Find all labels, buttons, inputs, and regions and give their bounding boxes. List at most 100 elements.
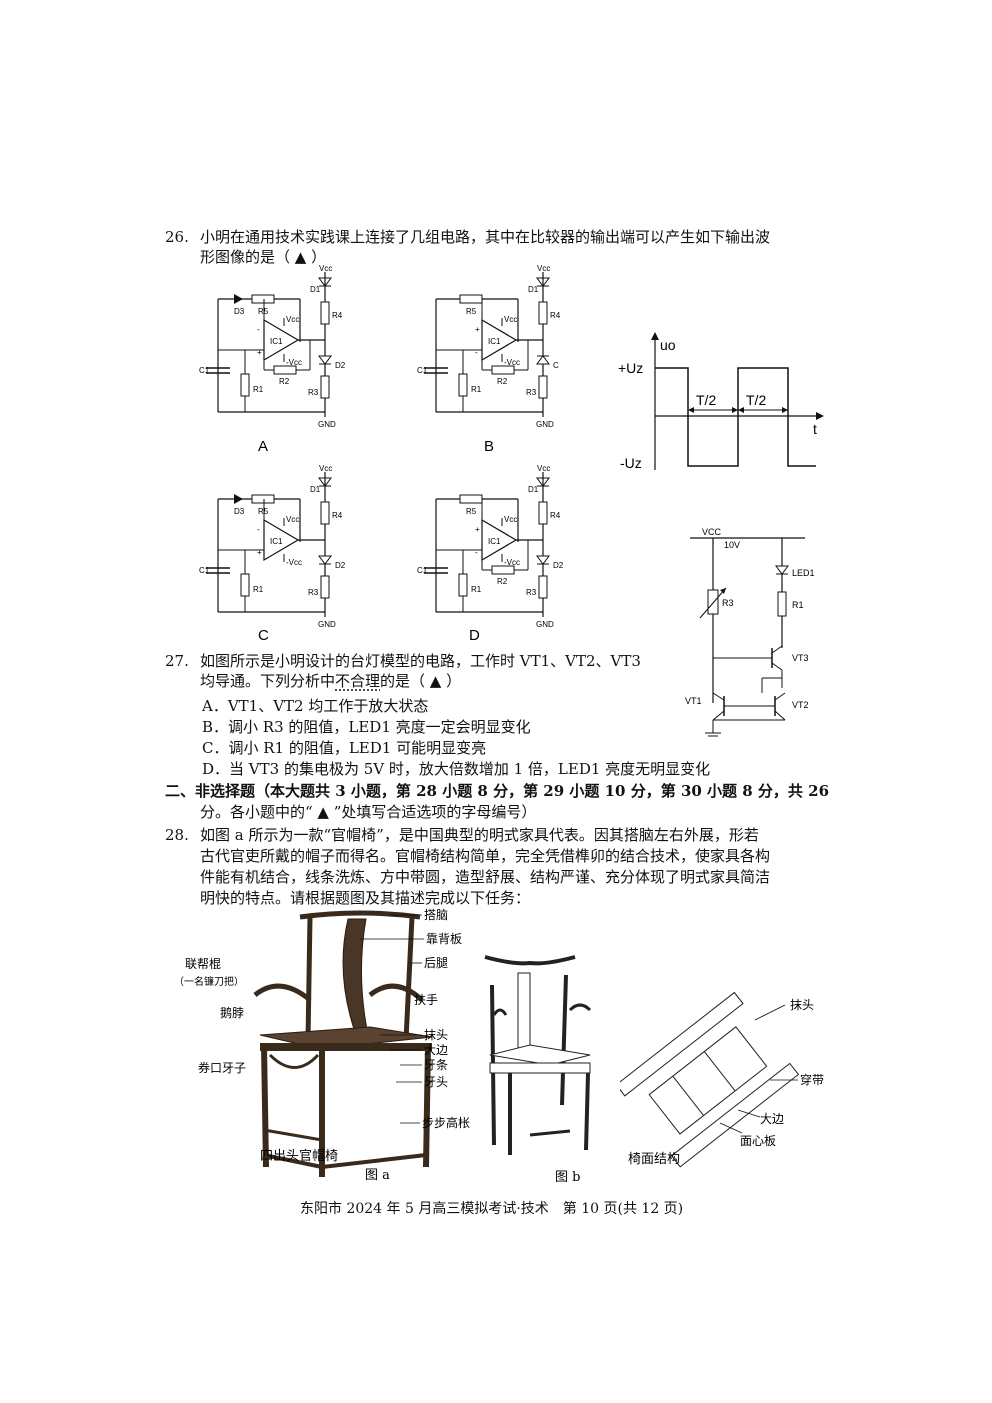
svg-text:-Vcc: -Vcc <box>286 558 302 567</box>
q27-number: 27. <box>165 652 189 670</box>
svg-text:C1: C1 <box>199 566 210 575</box>
svg-text:VT3: VT3 <box>792 653 809 663</box>
label-d: D <box>469 627 480 644</box>
label-fushou: 扶手 <box>414 992 438 1007</box>
svg-text:GND: GND <box>536 420 554 429</box>
q27-line1: 如图所示是小明设计的台灯模型的电路，工作时 VT1、VT2、VT3 <box>200 652 641 670</box>
svg-text:D1: D1 <box>310 485 321 494</box>
svg-text:R5: R5 <box>258 307 269 316</box>
q27-line2: 均导通。下列分析中不合理的是（ ▲ ） <box>200 672 462 690</box>
t-axis-label: t <box>813 421 817 437</box>
svg-text:Vcc: Vcc <box>286 515 299 524</box>
svg-text:R2: R2 <box>497 377 508 386</box>
svg-text:R3: R3 <box>526 588 537 597</box>
q27-option-b: B．调小 R3 的阻值，LED1 亮度一定会明显变化 <box>202 718 531 736</box>
svg-text:-Vcc: -Vcc <box>286 358 302 367</box>
svg-text:C1: C1 <box>417 366 428 375</box>
svg-text:D1: D1 <box>528 285 539 294</box>
svg-text:C1: C1 <box>417 566 428 575</box>
svg-text:R1: R1 <box>792 600 804 610</box>
circuit-a: Vcc D1 R4 D2 R3 GND C1 R1 R2 D3 R5 IC1 V… <box>199 264 346 429</box>
svg-text:R4: R4 <box>550 311 561 320</box>
svg-text:VCC: VCC <box>702 528 722 537</box>
q28-line4: 明快的特点。请根据题图及其描述完成以下任务： <box>200 889 531 907</box>
fig-a-caption: 图 a <box>365 1168 390 1183</box>
svg-text:Vcc: Vcc <box>504 515 517 524</box>
svg-text:D1: D1 <box>310 285 321 294</box>
q26-line1: 小明在通用技术实践课上连接了几组电路，其中在比较器的输出端可以产生如下输出波 <box>200 228 771 246</box>
svg-text:D2: D2 <box>335 561 346 570</box>
seat-label-dabian: 大边 <box>760 1112 784 1126</box>
svg-text:IC1: IC1 <box>270 337 283 346</box>
svg-text:D3: D3 <box>234 307 245 316</box>
svg-text:+: + <box>475 525 480 534</box>
svg-text:Vcc: Vcc <box>319 464 332 473</box>
label-yatou: 牙头 <box>424 1075 448 1089</box>
label-quankouyazi: 券口牙子 <box>198 1060 246 1075</box>
seat-label-chuandai: 穿带 <box>800 1072 824 1087</box>
svg-text:R3: R3 <box>526 388 537 397</box>
label-kaobeiban: 靠背板 <box>426 932 462 946</box>
section2-line1: 二、非选择题（本大题共 3 小题，第 28 小题 8 分，第 29 小题 10 … <box>165 782 830 800</box>
circuit-d: Vcc D1 R4 D2 R3 GND C1 R1 R2 R5 IC1 Vcc … <box>417 464 564 629</box>
svg-text:GND: GND <box>318 620 336 629</box>
svg-text:R1: R1 <box>253 385 264 394</box>
page-footer: 东阳市 2024 年 5 月高三模拟考试·技术 第 10 页(共 12 页) <box>300 1201 684 1217</box>
svg-text:R4: R4 <box>550 511 561 520</box>
svg-text:D2: D2 <box>553 561 564 570</box>
seat-label-mianxinban: 面心板 <box>740 1134 776 1148</box>
svg-text:R5: R5 <box>258 507 269 516</box>
svg-text:-: - <box>475 348 478 357</box>
svg-text:R2: R2 <box>279 377 290 386</box>
svg-text:LED1: LED1 <box>792 568 815 578</box>
svg-text:D1: D1 <box>528 485 539 494</box>
svg-text:Vcc: Vcc <box>537 264 550 273</box>
label-ebo: 鹅脖 <box>220 1006 244 1020</box>
section2-line2: 分。各小题中的“ ▲ ”处填写合适选项的字母编号） <box>200 803 537 821</box>
emphasis-not-reasonable: 不合理 <box>335 672 381 690</box>
seat-structure-caption: 椅面结构 <box>628 1152 680 1167</box>
q27-option-d: D．当 VT3 的集电极为 5V 时，放大倍数增加 1 倍，LED1 亮度无明显… <box>202 760 711 778</box>
svg-text:+: + <box>257 548 262 557</box>
svg-text:IC1: IC1 <box>488 337 501 346</box>
label-dabian: 大边 <box>424 1043 448 1057</box>
svg-text:R3: R3 <box>308 388 319 397</box>
svg-text:R5: R5 <box>466 507 477 516</box>
svg-text:R1: R1 <box>471 385 482 394</box>
svg-text:D2: D2 <box>335 361 346 370</box>
vcc-label-a: Vcc <box>319 264 332 273</box>
svg-text:10V: 10V <box>724 540 740 550</box>
svg-text:IC1: IC1 <box>488 537 501 546</box>
t-half-label-1: T/2 <box>696 392 716 408</box>
svg-text:C1: C1 <box>199 366 210 375</box>
fig-b-caption: 图 b <box>555 1170 580 1185</box>
svg-text:R1: R1 <box>253 585 264 594</box>
q26-number: 26. <box>165 228 189 246</box>
label-c: C <box>258 627 269 644</box>
svg-text:R1: R1 <box>471 585 482 594</box>
svg-text:Vcc: Vcc <box>286 315 299 324</box>
circuit-c: Vcc D1 R4 D2 R3 GND C1 R1 D3 R5 IC1 Vcc … <box>199 464 346 629</box>
svg-text:R2: R2 <box>497 577 508 586</box>
svg-text:R3: R3 <box>722 598 734 608</box>
svg-text:-: - <box>257 325 260 334</box>
svg-text:GND: GND <box>318 420 336 429</box>
label-lianbanggun: 联帮棍 <box>185 957 221 971</box>
q28-number: 28. <box>165 826 189 844</box>
svg-text:Vcc: Vcc <box>504 315 517 324</box>
svg-text:R4: R4 <box>332 311 343 320</box>
seat-label-motou: 抹头 <box>790 998 814 1012</box>
svg-text:R5: R5 <box>466 307 477 316</box>
svg-text:VT2: VT2 <box>792 700 809 710</box>
figure-a-chair: 联帮棍 （一名镰刀把） 鹅脖 券口牙子 搭脑 靠背板 后腿 扶手 抹头 大边 牙… <box>174 908 470 1183</box>
circuit-b: Vcc D1 R4 C R3 GND C1 R1 R2 R5 IC1 Vcc -… <box>417 264 561 429</box>
svg-text:Vcc: Vcc <box>537 464 550 473</box>
q27-circuit: VCC 10V LED1 R3 R1 VT3 VT1 VT2 <box>685 528 815 737</box>
q26-line2: 形图像的是（ ▲ ） <box>200 248 327 266</box>
uo-label: uo <box>660 337 676 353</box>
minus-uz-label: -Uz <box>620 455 642 471</box>
svg-text:D3: D3 <box>234 507 245 516</box>
seat-structure-exploded: 抹头 穿带 大边 面心板 椅面结构 <box>620 991 824 1168</box>
label-motou: 抹头 <box>424 1028 448 1042</box>
svg-text:-Vcc: -Vcc <box>504 558 520 567</box>
